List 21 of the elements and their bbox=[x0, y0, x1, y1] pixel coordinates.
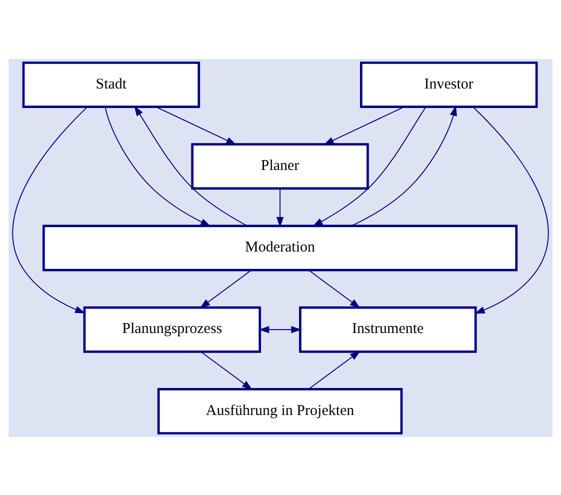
arrow bbox=[12, 106, 88, 313]
arrow bbox=[472, 106, 548, 314]
arrow bbox=[200, 269, 252, 308]
arrow bbox=[200, 350, 252, 390]
node-box: Moderation bbox=[42, 224, 518, 271]
node-box: Instrumente bbox=[299, 306, 477, 352]
arrow bbox=[323, 106, 405, 144]
arrow bbox=[350, 104, 457, 226]
node-box: Planer bbox=[191, 142, 369, 190]
node-box: Investor bbox=[360, 61, 538, 108]
arrow bbox=[258, 325, 302, 333]
node-box: Planungsprozess bbox=[83, 306, 262, 352]
node-box: Ausführung in Projekten bbox=[157, 388, 403, 434]
node-box: Stadt bbox=[22, 61, 200, 108]
arrow bbox=[276, 188, 284, 227]
arrow bbox=[312, 106, 426, 226]
arrow bbox=[156, 106, 237, 144]
arrow bbox=[134, 105, 248, 226]
arrow bbox=[308, 350, 360, 389]
arrow bbox=[104, 106, 211, 226]
arrow bbox=[308, 269, 360, 308]
